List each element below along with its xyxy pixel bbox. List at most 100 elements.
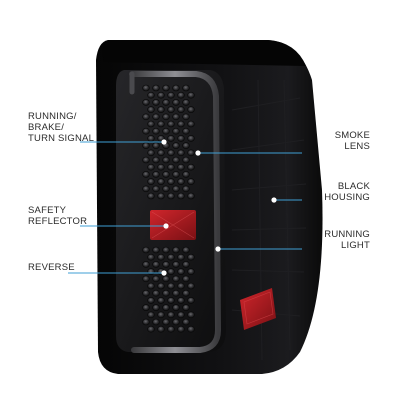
led-bulb xyxy=(182,171,190,178)
led-bulb xyxy=(177,91,185,99)
led-bulb xyxy=(142,289,150,297)
led-bulb xyxy=(167,297,175,304)
led-bulb xyxy=(167,120,175,128)
led-bulb xyxy=(157,178,165,185)
leader-dots xyxy=(161,139,277,276)
led-bulb xyxy=(182,84,190,92)
led-bulb xyxy=(172,185,180,193)
led-bulb xyxy=(172,84,180,92)
led-bulb xyxy=(157,282,165,290)
led-bulb xyxy=(157,149,165,157)
led-cluster-lower xyxy=(142,246,195,333)
led-bulb xyxy=(172,275,180,283)
led-bulb xyxy=(147,253,155,261)
led-bulb xyxy=(187,192,195,200)
led-bulb xyxy=(142,113,150,121)
led-bulb xyxy=(187,325,195,333)
led-bulb xyxy=(187,91,195,99)
led-bulb xyxy=(177,178,185,185)
label-line: TURN SIGNAL xyxy=(28,133,95,144)
led-bulb xyxy=(177,268,185,275)
led-bulb xyxy=(147,282,155,290)
led-bulb xyxy=(157,297,165,304)
led-bulb xyxy=(147,311,155,319)
led-bulb xyxy=(157,106,165,113)
led-bulb xyxy=(147,192,155,200)
led-bulb xyxy=(152,275,160,283)
led-bulb xyxy=(187,120,195,128)
led-bulb xyxy=(177,282,185,290)
led-bulb xyxy=(182,99,190,106)
leader-lines xyxy=(68,141,302,274)
led-bulb xyxy=(182,246,190,254)
label-running-light: RUNNING LIGHT xyxy=(306,229,370,251)
led-bulb xyxy=(162,289,170,297)
led-bulb xyxy=(182,142,190,149)
label-reverse: REVERSE xyxy=(28,262,75,273)
label-line: HOUSING xyxy=(324,192,370,203)
led-bulb xyxy=(142,185,150,193)
led-bulb xyxy=(187,149,195,157)
led-bulb xyxy=(187,311,195,319)
led-bulb xyxy=(162,261,170,268)
led-bulb xyxy=(162,84,170,92)
led-bulb xyxy=(177,106,185,113)
led-bulb xyxy=(157,253,165,261)
led-bulb xyxy=(172,156,180,164)
led-bulb xyxy=(147,297,155,304)
led-bulb xyxy=(142,318,150,326)
led-bulb xyxy=(177,253,185,261)
led-bulb xyxy=(177,149,185,157)
led-bulb xyxy=(157,311,165,319)
label-line: SMOKE xyxy=(334,130,370,141)
led-bulb xyxy=(167,192,175,200)
label-line: SAFETY xyxy=(28,205,67,216)
led-bulb xyxy=(177,297,185,304)
led-bulb xyxy=(162,171,170,178)
label-line: BRAKE/ xyxy=(28,122,65,133)
led-bulb xyxy=(157,91,165,99)
label-line: BLACK xyxy=(337,181,370,192)
led-bulb xyxy=(182,127,190,135)
led-bulb xyxy=(172,246,180,254)
led-bulb xyxy=(152,127,160,135)
led-bulb xyxy=(167,268,175,275)
led-bulb xyxy=(162,318,170,326)
led-bulb xyxy=(147,149,155,157)
label-safety-reflector: SAFETY REFLECTOR xyxy=(28,205,87,227)
led-bulb xyxy=(152,113,160,121)
led-bulb xyxy=(142,171,150,178)
led-bulb xyxy=(152,261,160,268)
led-bulb xyxy=(172,318,180,326)
led-bulb xyxy=(152,99,160,106)
led-bulb xyxy=(167,106,175,113)
led-bulb xyxy=(147,135,155,142)
label-line: REVERSE xyxy=(28,262,75,273)
label-line: RUNNING/ xyxy=(28,111,77,122)
led-bulb xyxy=(147,325,155,333)
led-bulb xyxy=(152,156,160,164)
led-bulb xyxy=(172,261,180,268)
led-bulb xyxy=(182,304,190,311)
led-bulb xyxy=(177,192,185,200)
led-bulb xyxy=(162,156,170,164)
led-bulb xyxy=(162,99,170,106)
led-bulb xyxy=(142,142,150,149)
led-bulb xyxy=(167,163,175,171)
led-bulb xyxy=(172,304,180,311)
led-bulb xyxy=(147,178,155,185)
led-bulb xyxy=(177,120,185,128)
led-bulb xyxy=(187,253,195,261)
led-bulb xyxy=(142,156,150,164)
led-bulb xyxy=(187,106,195,113)
led-bulb xyxy=(142,261,150,268)
led-bulb xyxy=(167,325,175,333)
led-bulb xyxy=(167,91,175,99)
led-bulb xyxy=(157,192,165,200)
led-bulb xyxy=(152,142,160,149)
led-bulb xyxy=(157,325,165,333)
led-bulb xyxy=(187,135,195,142)
side-reflector xyxy=(240,288,276,330)
